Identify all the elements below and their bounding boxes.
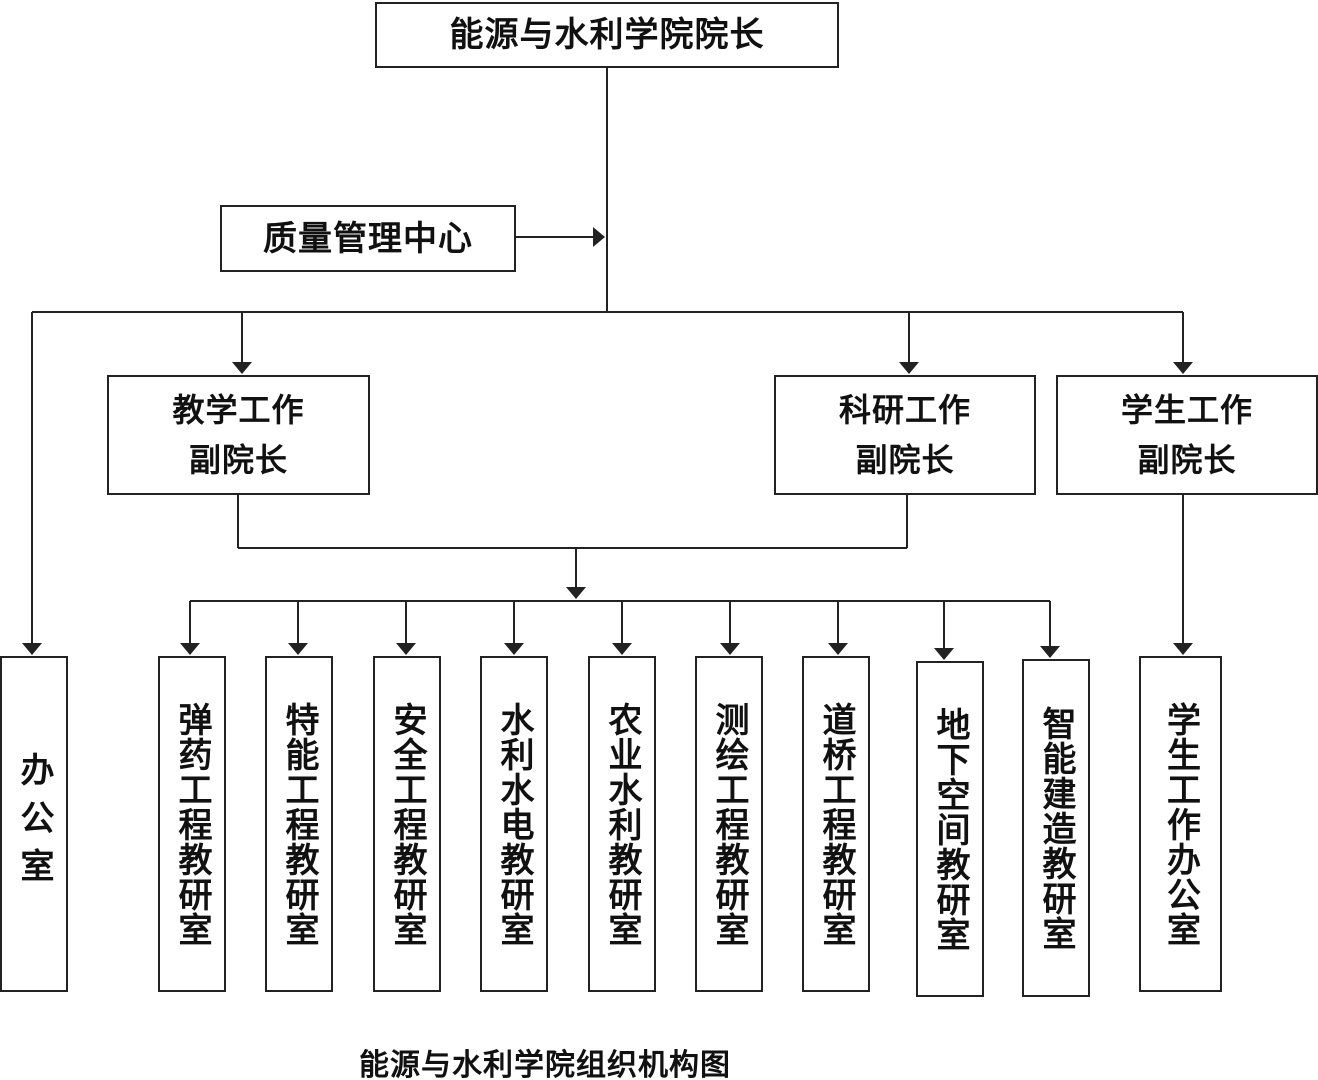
department-box: 农业水利教研室 xyxy=(588,656,656,992)
department-box: 弹药工程教研室 xyxy=(158,656,226,992)
department-label: 特能工程教研室 xyxy=(279,701,319,947)
research-vice-dean-line2: 副院长 xyxy=(855,441,955,479)
quality-center-label: 质量管理中心 xyxy=(263,218,473,259)
student-office-label: 学生工作办公室 xyxy=(1160,701,1201,947)
student-office-box: 学生工作办公室 xyxy=(1139,656,1222,992)
office-box: 办公室 xyxy=(0,656,68,992)
department-label: 水利水电教研室 xyxy=(494,701,534,947)
research-vice-dean-box: 科研工作 副院长 xyxy=(774,375,1036,495)
chart-caption: 能源与水利学院组织机构图 xyxy=(359,1048,731,1080)
department-box: 道桥工程教研室 xyxy=(802,656,870,992)
department-box: 智能建造教研室 xyxy=(1022,659,1090,997)
department-label: 测绘工程教研室 xyxy=(709,701,749,947)
student-vice-dean-line1: 学生工作 xyxy=(1120,391,1253,429)
teaching-vice-dean-line1: 教学工作 xyxy=(172,391,305,429)
department-label: 安全工程教研室 xyxy=(387,701,427,947)
department-box: 安全工程教研室 xyxy=(373,656,441,992)
dean-label: 能源与水利学院院长 xyxy=(449,15,765,55)
teaching-vice-dean-box: 教学工作 副院长 xyxy=(107,375,370,495)
department-box: 特能工程教研室 xyxy=(265,656,333,992)
department-label: 道桥工程教研室 xyxy=(816,701,856,947)
research-vice-dean-line1: 科研工作 xyxy=(838,391,971,429)
department-label: 弹药工程教研室 xyxy=(172,701,212,947)
student-vice-dean-line2: 副院长 xyxy=(1137,441,1237,479)
dean-box: 能源与水利学院院长 xyxy=(375,2,839,68)
department-box: 测绘工程教研室 xyxy=(695,656,763,992)
department-label: 地下空间教研室 xyxy=(930,706,970,952)
office-label: 办公室 xyxy=(14,752,54,896)
teaching-vice-dean-line2: 副院长 xyxy=(188,441,288,479)
department-label: 智能建造教研室 xyxy=(1036,705,1076,951)
quality-center-box: 质量管理中心 xyxy=(220,205,516,272)
student-vice-dean-box: 学生工作 副院长 xyxy=(1056,375,1318,495)
department-label: 农业水利教研室 xyxy=(602,701,642,947)
department-box: 水利水电教研室 xyxy=(480,656,548,992)
department-box: 地下空间教研室 xyxy=(916,661,984,997)
